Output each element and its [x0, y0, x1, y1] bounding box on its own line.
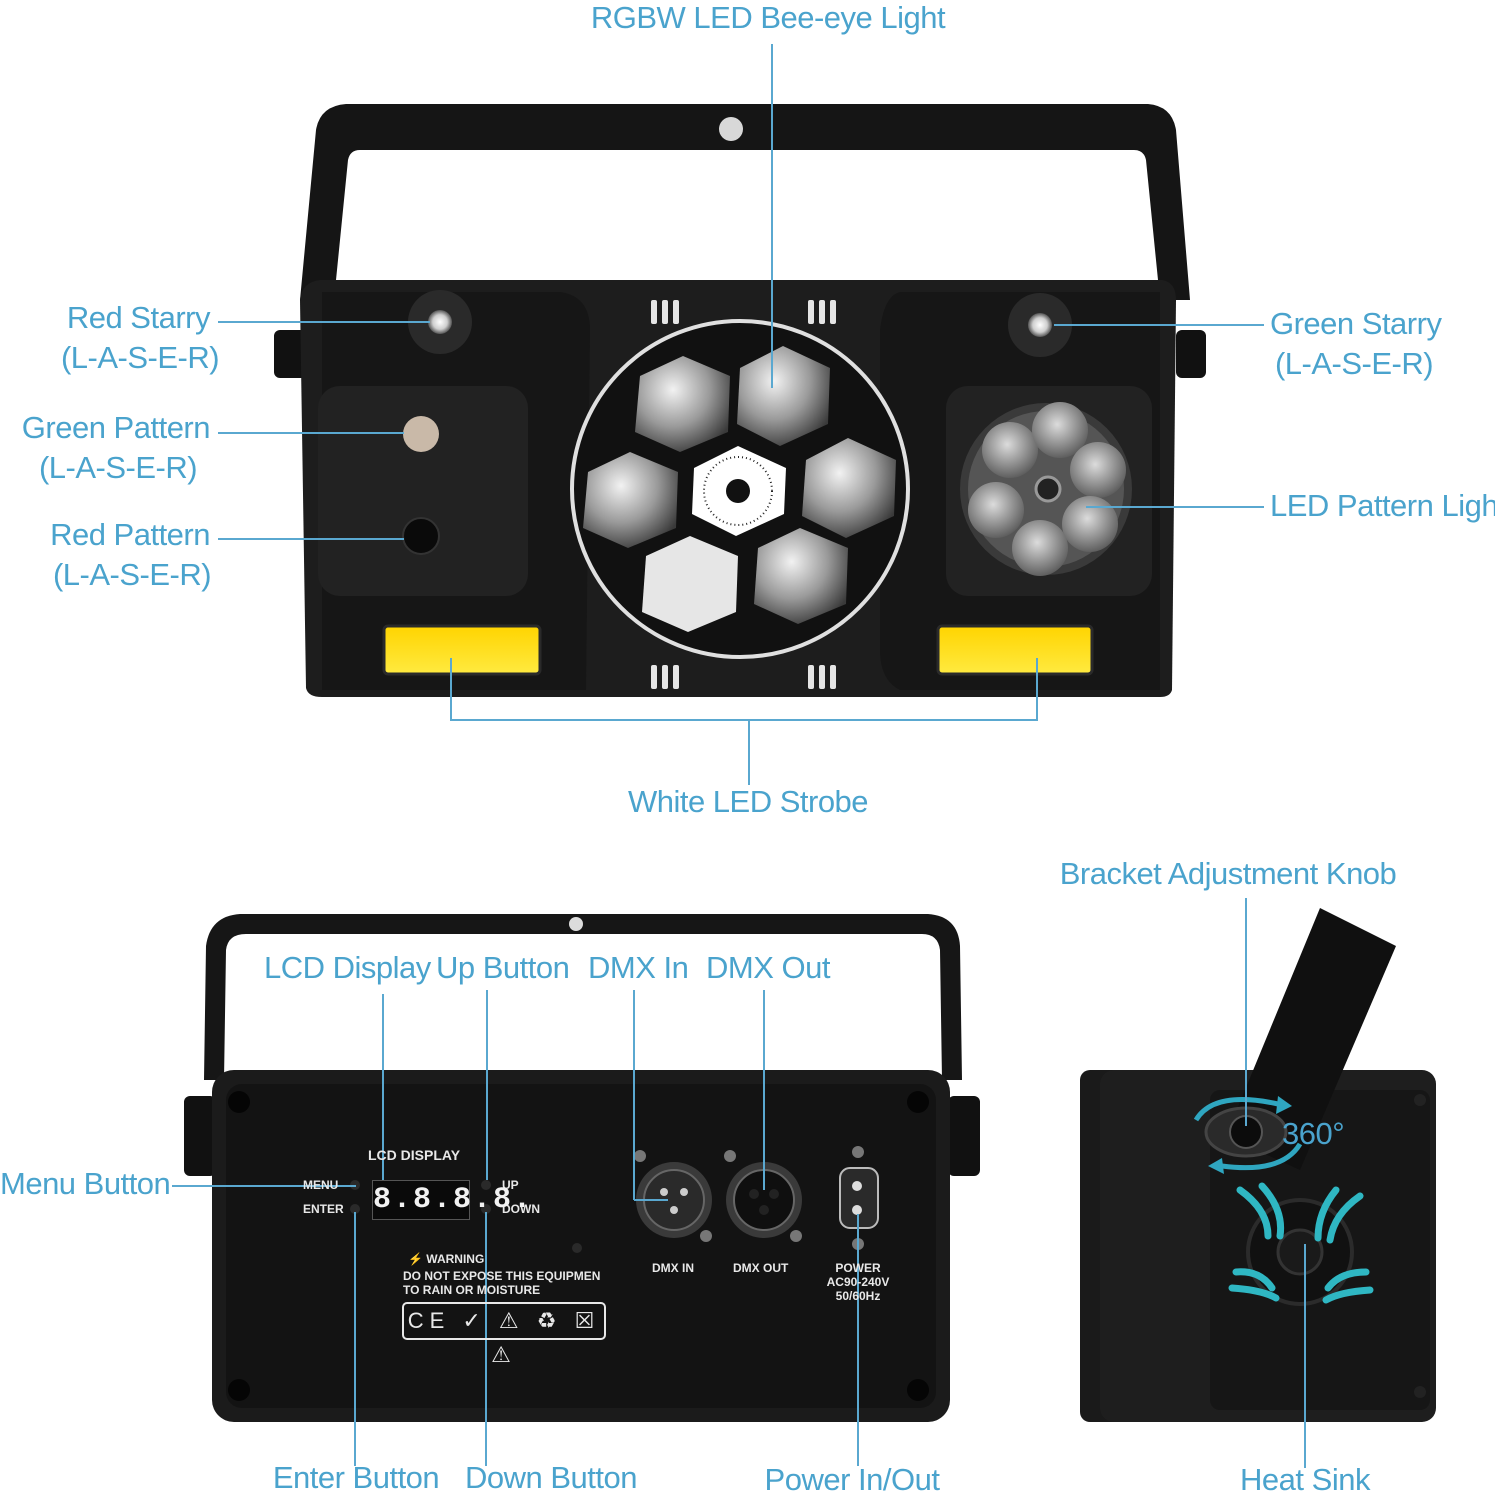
left-knob [274, 330, 308, 378]
label-bracket-adjustment-knob: Bracket Adjustment Knob [1059, 856, 1397, 891]
label-red-starry: Red Starry [66, 300, 211, 335]
label-rotation: 360° [1282, 1116, 1345, 1151]
led-pattern-light [960, 402, 1132, 576]
label-green-starry-sub: (L-A-S-E-R) [1274, 346, 1434, 381]
label-up-button: Up Button [436, 950, 570, 985]
label-lcd-display: LCD Display [264, 950, 431, 985]
bee-eye-lenses [583, 346, 896, 632]
label-menu-button: Menu Button [0, 1166, 171, 1201]
panel-menu: MENU [303, 1178, 339, 1192]
heat-sink-glow [1228, 1182, 1374, 1304]
rear-knob-left [184, 1096, 216, 1176]
strobe-left [382, 624, 542, 676]
panel-dmx-in: DMX IN [652, 1261, 694, 1275]
label-heat-sink: Heat Sink [1240, 1462, 1370, 1497]
front-view [274, 104, 1206, 697]
strobe-right [936, 624, 1094, 676]
label-rgbw-led-bee-eye-light: RGBW LED Bee-eye Light [590, 0, 946, 35]
panel-voltage: AC90-240V [826, 1275, 890, 1289]
panel-warning-line1: DO NOT EXPOSE THIS EQUIPMEN [403, 1269, 601, 1283]
dmx-out-connector [724, 1150, 802, 1242]
vent-slots [651, 300, 836, 689]
label-green-starry: Green Starry [1270, 306, 1442, 341]
label-red-pattern-sub: (L-A-S-E-R) [52, 557, 212, 592]
lcd-display-readout: 8.8.8.8. [372, 1180, 531, 1220]
label-red-starry-sub: (L-A-S-E-R) [60, 340, 220, 375]
rear-knob-right [948, 1096, 980, 1176]
certification-marks: CE ✓ ⚠ ♻ ☒ ⚠ [402, 1302, 606, 1367]
green-pattern-emitter [403, 416, 439, 452]
panel-power: POWER [835, 1261, 881, 1275]
leader-lines [172, 44, 1306, 1468]
label-green-pattern: Green Pattern [21, 410, 211, 445]
side-view [1080, 908, 1436, 1422]
panel-up: UP [502, 1178, 519, 1192]
right-knob [1176, 330, 1206, 378]
panel-enter: ENTER [303, 1202, 344, 1216]
label-led-pattern-light: LED Pattern Light [1270, 488, 1495, 523]
label-power-in-out: Power In/Out [764, 1462, 940, 1497]
dmx-in-connector [634, 1150, 712, 1242]
rear-handle [204, 914, 962, 1080]
handle-hole [719, 117, 743, 141]
label-down-button: Down Button [465, 1460, 638, 1495]
label-dmx-in: DMX In [588, 950, 689, 985]
front-handle [300, 104, 1190, 300]
label-enter-button: Enter Button [272, 1460, 440, 1495]
panel-dmx-out: DMX OUT [733, 1261, 789, 1275]
panel-lcd-title: LCD DISPLAY [368, 1147, 461, 1163]
label-red-pattern: Red Pattern [50, 517, 210, 552]
rear-view [184, 914, 980, 1422]
warning-title-text: WARNING [426, 1252, 485, 1266]
panel-down: DOWN [502, 1202, 540, 1216]
panel-warning-title: ⚡ WARNING [408, 1252, 485, 1266]
label-green-pattern-sub: (L-A-S-E-R) [38, 450, 198, 485]
label-white-led-strobe: White LED Strobe [627, 784, 869, 819]
red-pattern-emitter [402, 517, 440, 555]
label-dmx-out: DMX Out [706, 950, 830, 985]
panel-warning-line2: TO RAIN OR MOISTURE [403, 1283, 541, 1297]
panel-frequency: 50/60Hz [835, 1289, 881, 1303]
